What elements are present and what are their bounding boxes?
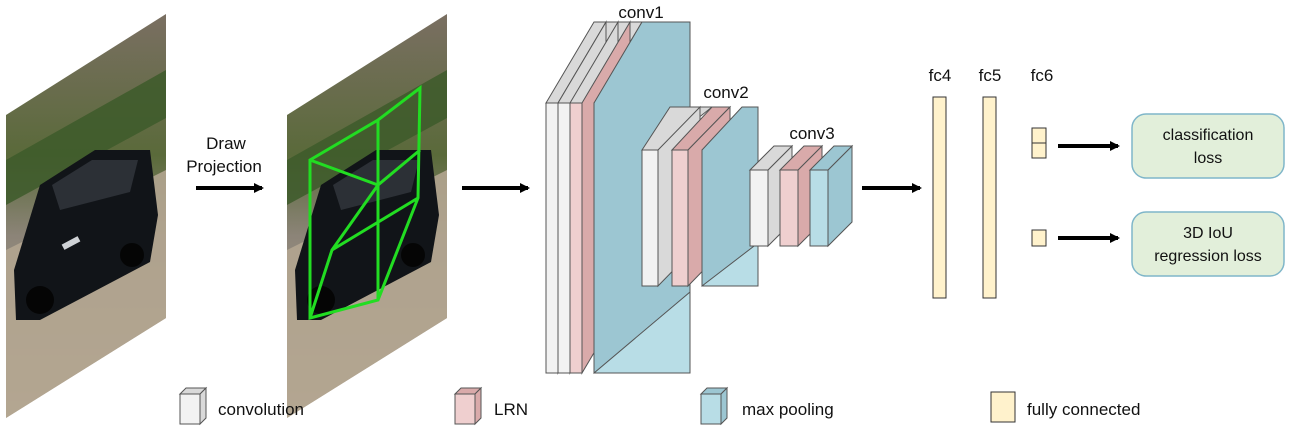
conv1-label: conv1 [618,3,663,22]
fc5-label: fc5 [979,66,1002,85]
conv3-block [748,144,854,248]
legend-fully-connected-swatch [990,391,1016,423]
projected-3d-box [308,84,422,320]
fc4-layer [932,96,947,299]
legend-max-pooling-swatch [699,386,729,426]
classification-loss-box [1131,113,1285,179]
legend-fully-connected-label: fully connected [1027,400,1140,419]
step-label-line1: Draw [206,134,246,153]
fc4-label: fc4 [929,66,952,85]
legend-convolution-label: convolution [218,400,304,419]
fc6-classification-units [1031,127,1047,159]
regression-loss-line2: regression loss [1154,248,1262,265]
legend: convolution LRN max pooling fully connec… [178,386,1140,426]
legend-max-pooling-label: max pooling [742,400,834,419]
step-label-line2: Projection [186,157,262,176]
conv2-block [641,105,759,288]
regression-loss-line1: 3D IoU [1183,225,1233,242]
input-car-image [6,14,166,418]
projected-car-image [287,14,447,418]
classification-loss-line1: classification [1163,127,1254,144]
classification-loss-line2: loss [1194,150,1222,167]
fc6-label: fc6 [1031,66,1054,85]
fc6-regression-unit [1031,229,1047,247]
regression-loss-box [1131,211,1285,277]
legend-lrn-swatch [453,386,483,426]
conv2-label: conv2 [703,83,748,102]
legend-lrn-label: LRN [494,400,528,419]
conv3-label: conv3 [789,124,834,143]
legend-convolution-swatch [178,386,208,426]
fc5-layer [982,96,997,299]
